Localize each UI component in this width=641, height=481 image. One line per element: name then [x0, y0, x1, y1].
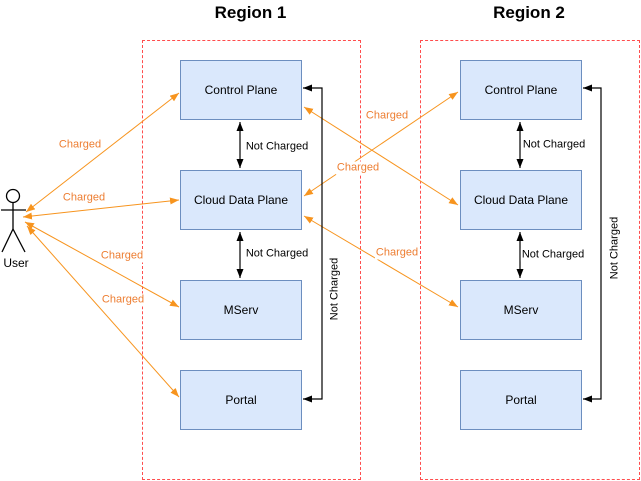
r2-mserv-label: MServ — [503, 303, 539, 317]
charged-label-r1cdp-r2cp: Charged — [335, 161, 381, 175]
r1-portal-label: Portal — [225, 393, 257, 407]
not-charged-label-r1-cp-portal: Not Charged — [328, 256, 342, 322]
charged-label-user-r1-cloud-data-plane: Charged — [61, 191, 107, 205]
user-to-r1-cloud-data-plane-arrow — [22, 197, 180, 220]
r1-mserv-label: MServ — [223, 303, 259, 317]
region2-title: Region 2 — [493, 3, 565, 22]
r2-cloud-data-plane-label: Cloud Data Plane — [473, 193, 569, 207]
r2-control-plane-box: Control Plane — [460, 60, 582, 120]
charged-label-user-r1-control-plane: Charged — [57, 138, 103, 152]
r2-control-plane-label: Control Plane — [484, 83, 558, 97]
user-actor-icon — [1, 188, 26, 253]
r1-mserv-box: MServ — [180, 280, 302, 340]
not-charged-label-r2-cp-portal: Not Charged — [608, 215, 622, 281]
r1-portal-box: Portal — [180, 370, 302, 430]
not-charged-label-r2-cp-cdp: Not Charged — [521, 138, 587, 152]
r1-cloud-data-plane-label: Cloud Data Plane — [193, 193, 289, 207]
r1-cloud-data-plane-to-r2-mserv-arrow — [303, 215, 459, 308]
user-to-r1-control-plane-arrow — [25, 92, 180, 213]
r2-control-plane-portal-loop-arrow — [583, 84, 602, 403]
r1-control-plane-portal-loop-arrow — [303, 84, 323, 403]
r1-cloud-data-plane-box: Cloud Data Plane — [180, 170, 302, 230]
r1-control-plane-box: Control Plane — [180, 60, 302, 120]
charged-label-r1cdp-r2mserv: Charged — [374, 246, 420, 260]
not-charged-label-r1-cdp-mserv: Not Charged — [244, 247, 310, 261]
r1-control-plane-label: Control Plane — [204, 83, 278, 97]
r1-cloud-data-plane-to-r2-control-plane-arrow — [303, 91, 459, 197]
charged-label-user-r1-portal: Charged — [100, 293, 146, 307]
r2-portal-label: Portal — [505, 393, 537, 407]
region1-title: Region 1 — [214, 3, 287, 22]
not-charged-label-r1-cp-cdp: Not Charged — [244, 140, 310, 154]
r2-portal-box: Portal — [460, 370, 582, 430]
r2-mserv-box: MServ — [460, 280, 582, 340]
charged-label-user-r1-mserv: Charged — [99, 249, 145, 263]
r2-cloud-data-plane-box: Cloud Data Plane — [460, 170, 582, 230]
charged-label-r1cp-r2cdp: Charged — [364, 109, 410, 123]
not-charged-label-r2-cdp-mserv: Not Charged — [520, 248, 586, 262]
user-to-r1-portal-arrow — [26, 225, 180, 398]
user-actor-label: User — [3, 256, 29, 270]
